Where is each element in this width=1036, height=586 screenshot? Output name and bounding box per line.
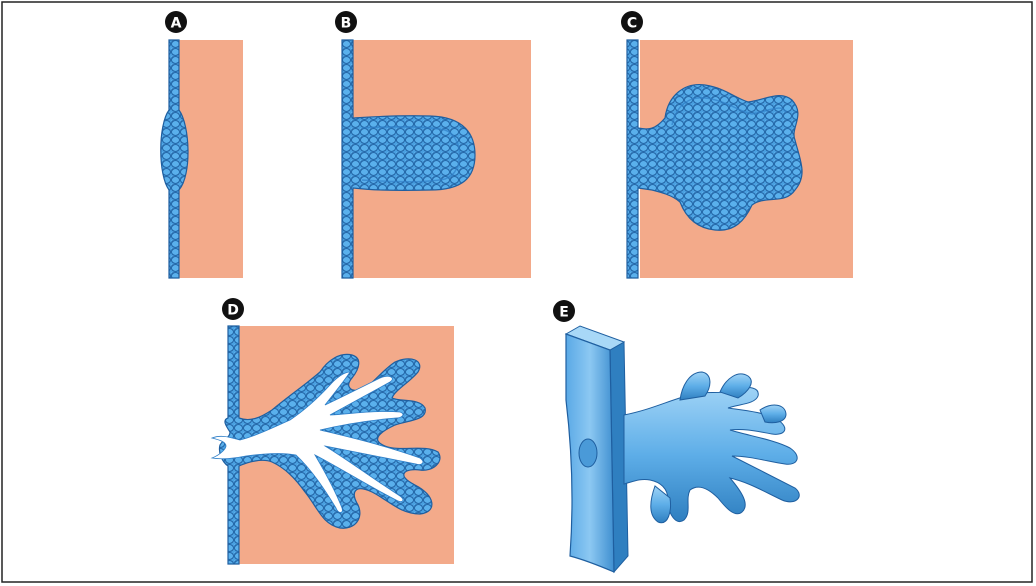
panel-e: E xyxy=(553,300,799,572)
panel-a-badge: A xyxy=(165,11,187,33)
panel-b: B xyxy=(335,11,531,278)
label-a: A xyxy=(171,16,182,32)
panel-c: C xyxy=(621,11,853,278)
panel-a: A xyxy=(161,11,243,278)
label-c: C xyxy=(627,16,637,32)
label-d: D xyxy=(227,303,239,319)
panel-e-badge: E xyxy=(553,300,575,322)
panel-e-branches xyxy=(624,372,799,523)
panel-e-duct-opening xyxy=(579,439,597,467)
panel-d-badge: D xyxy=(222,298,244,320)
panel-b-badge: B xyxy=(335,11,357,33)
label-e: E xyxy=(559,305,569,321)
panel-d: D xyxy=(212,298,454,564)
label-b: B xyxy=(341,16,352,32)
panel-c-badge: C xyxy=(621,11,643,33)
